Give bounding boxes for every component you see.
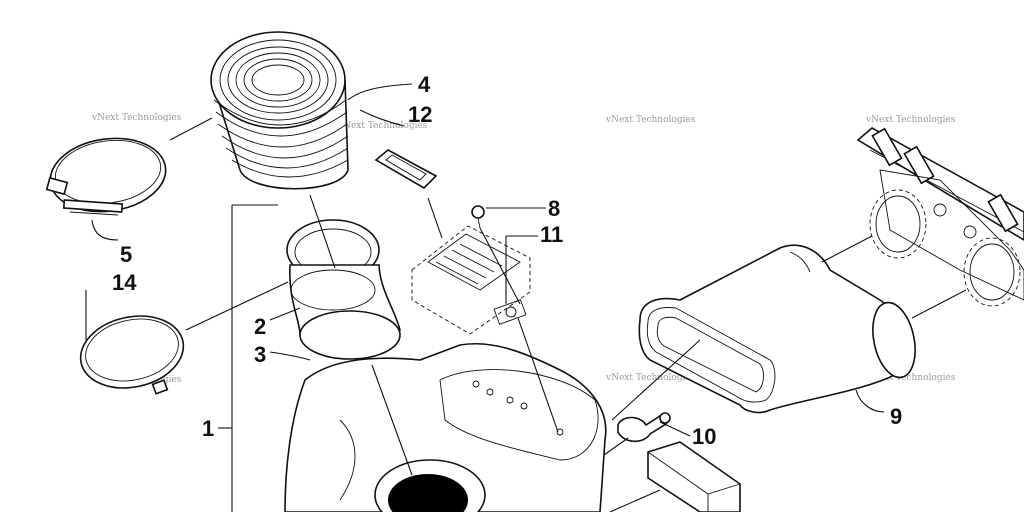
airbox-housing bbox=[284, 342, 607, 512]
screw-8 bbox=[471, 205, 485, 229]
watermark-text: vNext Technologies bbox=[337, 121, 428, 131]
callout-8: 8 bbox=[548, 196, 560, 221]
callout-3: 3 bbox=[254, 342, 266, 367]
callout-10: 10 bbox=[692, 424, 716, 449]
callout-4: 4 bbox=[418, 72, 431, 97]
watermark-text: vNext Technologies bbox=[91, 113, 182, 123]
carburetor-assembly bbox=[856, 127, 1024, 307]
watermark-text: vNext Technologies bbox=[865, 373, 956, 383]
callout-11: 11 bbox=[540, 222, 563, 247]
intake-duct bbox=[638, 244, 916, 414]
callout-12: 12 bbox=[408, 102, 432, 127]
bolt-10 bbox=[617, 412, 671, 443]
callout-14: 14 bbox=[112, 270, 137, 295]
leader-lines bbox=[85, 83, 967, 512]
callout-1: 1 bbox=[202, 416, 214, 441]
bellows-boot bbox=[210, 31, 349, 190]
watermark-text: vNext Technologies bbox=[865, 115, 956, 125]
decal-plate bbox=[411, 225, 531, 335]
watermark-text: vNext Technologies bbox=[605, 115, 696, 125]
watermark-text: vNext Technologies bbox=[605, 373, 696, 383]
foam-block bbox=[647, 441, 741, 512]
callout-2: 2 bbox=[254, 314, 266, 339]
clamp-ring-5 bbox=[45, 137, 167, 216]
callout-labels: 1 2 3 4 5 8 9 10 11 12 14 bbox=[112, 72, 902, 449]
small-pad-12 bbox=[374, 149, 438, 190]
coupler bbox=[286, 219, 401, 360]
callout-9: 9 bbox=[890, 404, 902, 429]
clamp-ring-14 bbox=[79, 315, 185, 395]
callout-5: 5 bbox=[120, 242, 132, 267]
